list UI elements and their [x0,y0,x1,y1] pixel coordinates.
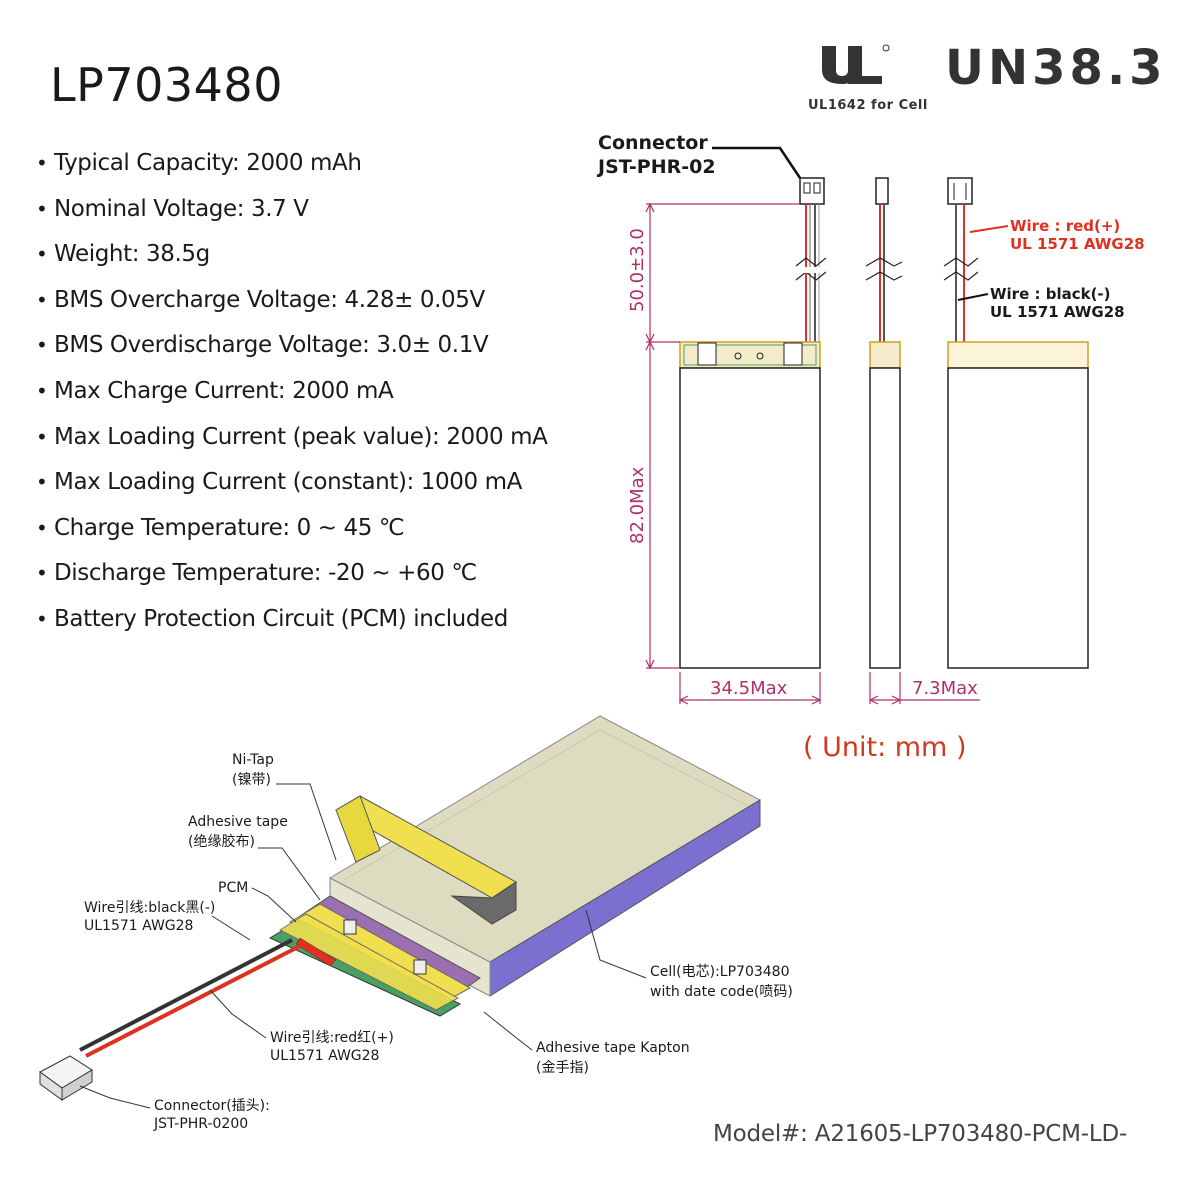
un-certification: UN38.3 [945,40,1167,96]
battery-side-view [865,177,903,669]
exploded-connector [39,1055,93,1101]
red-wire-leader [969,225,1009,233]
black-wire-exploded-spec: UL1571 AWG28 [84,918,193,934]
red-wire-exploded-spec: UL1571 AWG28 [270,1048,379,1064]
spec-typical-capacity: Typical Capacity: 2000 mAh [36,144,548,190]
ul-recognized-logo [822,44,890,84]
callout-leaders [79,783,647,1109]
body-length-dimension: 82.0Max [627,466,648,544]
unit-note: ( Unit: mm ) [803,732,967,763]
kapton-tape-label-cn: (金手指) [536,1060,589,1076]
ni-tap-label: Ni-Tap [232,752,274,768]
battery-front-view [679,341,821,669]
adhesive-tape-label-cn: (绝缘胶布) [188,833,255,850]
red-wire-spec: UL 1571 AWG28 [1010,235,1145,253]
thickness-dimension: 7.3Max [912,678,978,699]
battery-back-view [943,177,1089,669]
connector-exploded-label: Connector(插头): [154,1098,270,1114]
ul-caption: UL1642 for Cell [808,98,928,113]
spec-nominal-voltage: Nominal Voltage: 3.7 V [36,190,548,236]
front-wires [795,204,827,342]
spec-overdischarge-voltage: BMS Overdischarge Voltage: 3.0± 0.1V [36,326,548,372]
connector-label: Connector [598,132,708,154]
connector-exploded-model: JST-PHR-0200 [153,1116,248,1132]
spec-charge-temperature: Charge Temperature: 0 ~ 45 ℃ [36,509,548,555]
pcm-assembly [268,895,481,1017]
exploded-view: Ni-Tap (镍带) Adhesive tape (绝缘胶布) PCM Wir… [39,715,793,1132]
cell-label: Cell(电芯):LP703480 [650,964,790,980]
spec-list: Typical Capacity: 2000 mAh Nominal Volta… [36,144,548,646]
adhesive-tape-label: Adhesive tape [188,814,288,830]
kapton-tape-label: Adhesive tape Kapton [536,1040,690,1056]
spec-overcharge-voltage: BMS Overcharge Voltage: 4.28± 0.05V [36,281,548,327]
spec-discharge-temperature: Discharge Temperature: -20 ~ +60 ℃ [36,554,548,600]
cell-date-code-label: with date code(喷码) [650,984,793,1000]
pcm-label: PCM [218,880,248,896]
model-number: Model#: A21605-LP703480-PCM-LD- [713,1121,1128,1147]
lead-length-dimension: 50.0±3.0 [627,228,648,312]
connector-model-label: JST-PHR-02 [596,156,716,178]
dimension-lines [645,202,980,705]
connector-front [799,177,825,205]
page-title: LP703480 [50,58,283,112]
ni-tap-label-cn: (镍带) [232,772,271,788]
red-wire-label: Wire : red(+) [1010,217,1120,235]
red-wire-exploded-label: Wire引线:red红(+) [270,1030,394,1046]
width-dimension: 34.5Max [710,678,788,699]
spec-max-loading-constant: Max Loading Current (constant): 1000 mA [36,463,548,509]
black-wire-exploded-label: Wire引线:black黑(-) [84,900,215,916]
spec-pcm-included: Battery Protection Circuit (PCM) include… [36,600,548,646]
black-wire-label: Wire : black(-) [990,285,1111,303]
technical-drawing: Connector JST-PHR-02 [596,132,1145,705]
spec-max-charge-current: Max Charge Current: 2000 mA [36,372,548,418]
nickel-tap [334,795,517,925]
connector-leader [712,146,802,179]
black-wire-leader [957,293,989,301]
black-wire-spec: UL 1571 AWG28 [990,303,1125,321]
exploded-wires [79,938,301,1058]
spec-weight: Weight: 38.5g [36,235,548,281]
spec-max-loading-peak: Max Loading Current (peak value): 2000 m… [36,418,548,464]
